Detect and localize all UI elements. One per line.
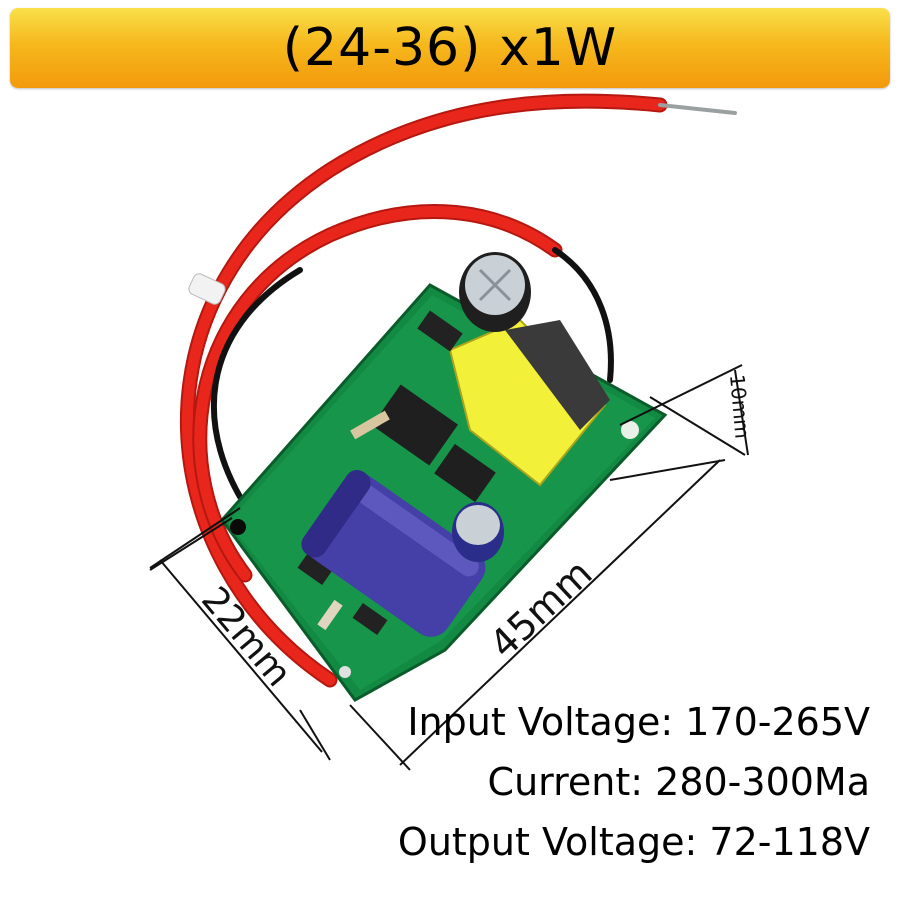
dimension-lines	[149, 364, 749, 771]
banner-title: (24-36) x1W	[282, 18, 618, 78]
title-banner: (24-36) x1W	[10, 8, 890, 88]
spec-list: Input Voltage: 170-265V Current: 280-300…	[350, 692, 870, 872]
current-spec: Current: 280-300Ma	[487, 760, 870, 804]
height-dimension-label: 10mm	[725, 373, 755, 439]
red-wire-icon	[179, 93, 737, 688]
led-driver-board-icon	[220, 252, 668, 702]
input-voltage-spec: Input Voltage: 170-265V	[407, 700, 870, 744]
output-voltage-spec: Output Voltage: 72-118V	[397, 820, 870, 864]
